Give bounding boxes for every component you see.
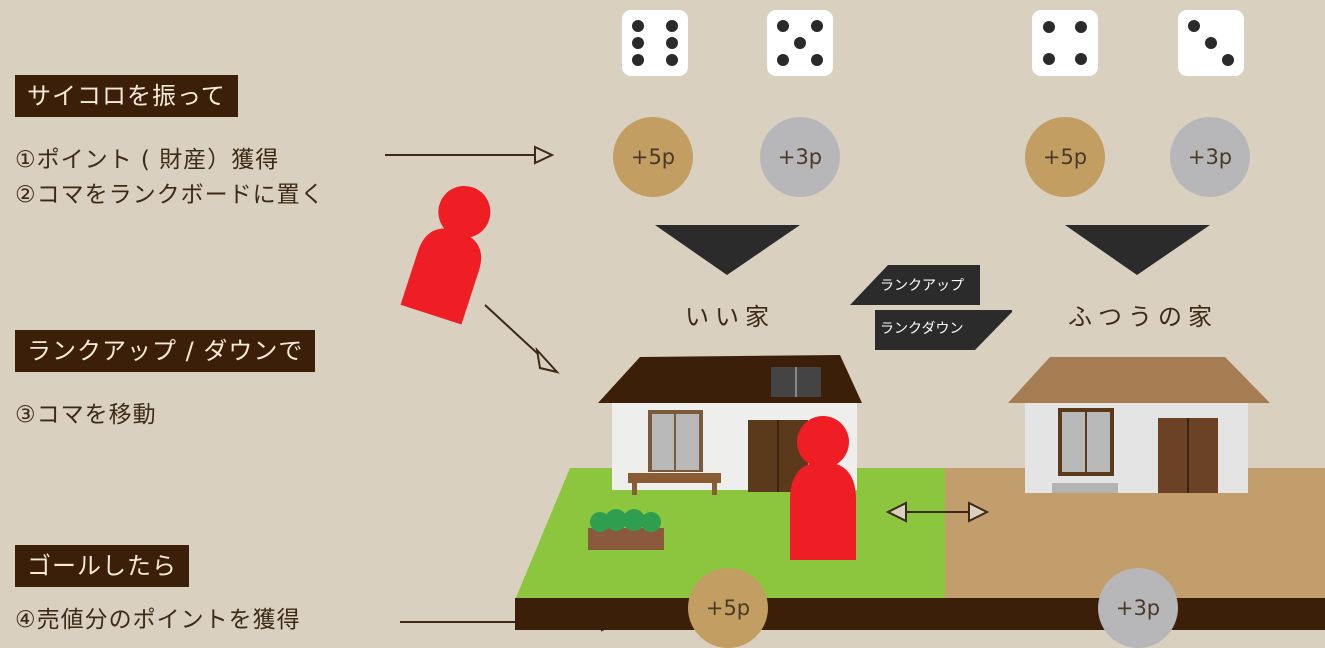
normal-house-icon <box>1008 357 1270 493</box>
down-arrow-normal-icon <box>1065 225 1210 275</box>
hedge-planter-icon <box>588 509 664 550</box>
red-piece-on-board-icon <box>790 416 856 560</box>
coin-sale-gold: +5p <box>688 568 768 648</box>
coin-normal-gold: +5p <box>1025 117 1105 197</box>
arrow-to-coins-icon <box>385 147 552 163</box>
rank-down-text: ランクダウン <box>880 318 963 338</box>
red-piece-floating-icon <box>401 177 503 324</box>
good-house-title: いい家 <box>685 297 775 332</box>
coin-good-silver: +3p <box>760 117 840 197</box>
die-four-icon <box>1032 10 1098 76</box>
coin-good-gold: +5p <box>613 117 693 197</box>
coin-sale-silver: +3p <box>1098 568 1178 648</box>
board-edge <box>515 598 1325 630</box>
coin-normal-silver: +3p <box>1170 117 1250 197</box>
down-arrow-good-icon <box>655 225 800 275</box>
die-six-icon <box>622 10 688 76</box>
normal-house-title: ふつうの家 <box>1068 297 1218 332</box>
rank-up-text: ランクアップ <box>880 275 964 295</box>
die-three-icon <box>1178 10 1244 76</box>
arrow-to-board-icon <box>485 305 557 372</box>
die-five-icon <box>767 10 833 76</box>
